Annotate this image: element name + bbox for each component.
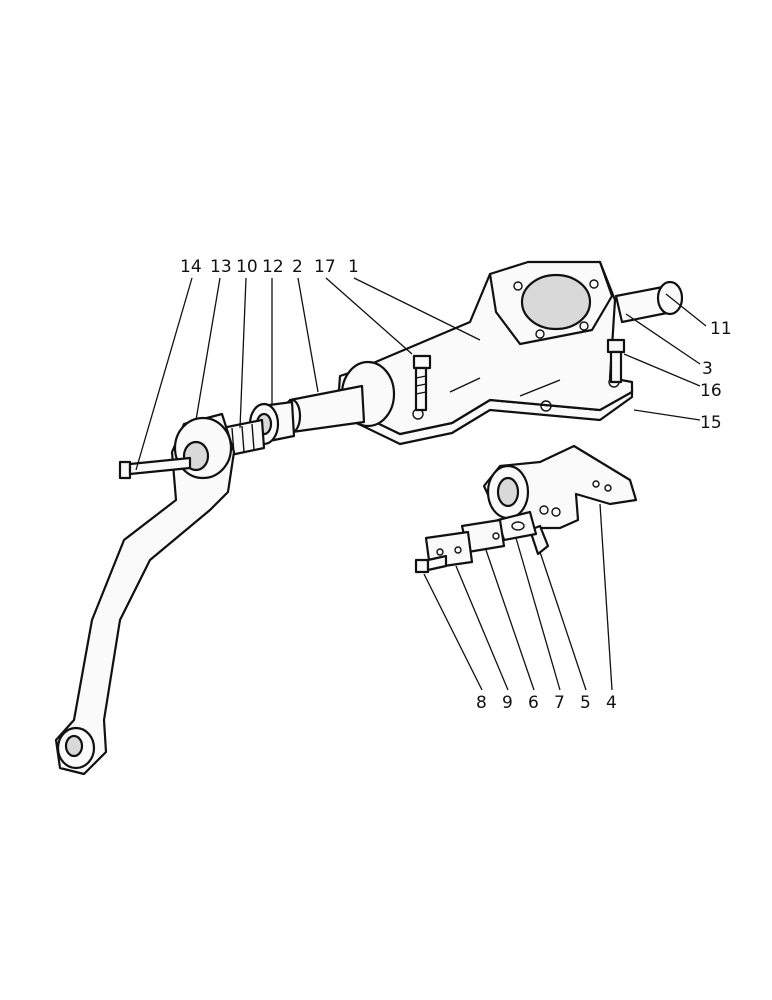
callout-4: 4 (606, 693, 617, 713)
leader-lines (135, 277, 707, 691)
pinch-bolt-part (118, 456, 192, 480)
callout-3: 3 (702, 359, 713, 379)
callout-8: 8 (476, 693, 487, 713)
callout-5: 5 (580, 693, 591, 713)
bolt-16 (606, 338, 626, 384)
callout-1: 1 (348, 257, 359, 277)
callout-6: 6 (528, 693, 539, 713)
callout-14: 14 (180, 257, 202, 277)
callout-labels: 14 13 10 12 2 17 1 11 3 16 15 8 9 6 7 5 … (180, 257, 732, 713)
callout-11: 11 (710, 319, 732, 339)
shaft-part (282, 384, 366, 434)
callout-10: 10 (236, 257, 258, 277)
callout-17: 17 (314, 257, 336, 277)
bolt-17 (412, 354, 432, 412)
pin-part (614, 280, 684, 324)
callout-15: 15 (700, 413, 722, 433)
lever-arm-part (54, 412, 236, 776)
bolt-8 (414, 554, 448, 574)
lift-arm-part (482, 444, 638, 530)
callout-16: 16 (700, 381, 722, 401)
callout-7: 7 (554, 693, 565, 713)
callout-2: 2 (292, 257, 303, 277)
callout-13: 13 (210, 257, 232, 277)
callout-9: 9 (502, 693, 513, 713)
callout-12: 12 (262, 257, 284, 277)
